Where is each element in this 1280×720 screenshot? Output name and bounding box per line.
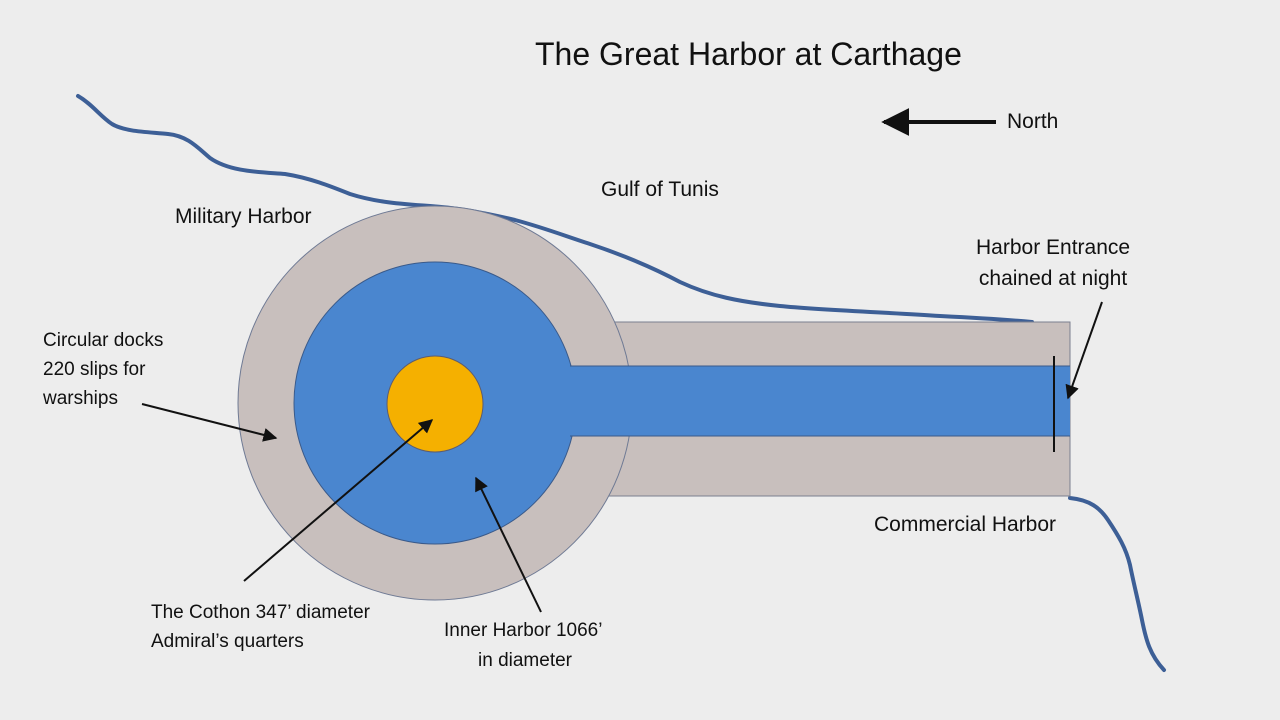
gulf-of-tunis-label: Gulf of Tunis xyxy=(601,178,719,201)
harbor-entrance-line-1: Harbor Entrance xyxy=(976,236,1131,259)
north-label: North xyxy=(1007,110,1059,133)
harbor-channel xyxy=(560,366,1070,436)
diagram-title: The Great Harbor at Carthage xyxy=(535,36,962,72)
inner-harbor-line-2: in diameter xyxy=(478,650,572,671)
harbor-entrance-pointer xyxy=(1065,301,1103,400)
inner-harbor-line-1: Inner Harbor 1066’ xyxy=(444,620,603,641)
cothon-island xyxy=(386,355,484,453)
commercial-harbor-label: Commercial Harbor xyxy=(874,513,1057,536)
cothon-label: The Cothon 347’ diameter Admiral’s quart… xyxy=(151,598,370,656)
circular-docks-line-1: Circular docks xyxy=(43,330,164,351)
circular-docks-line-2: 220 slips for xyxy=(43,359,146,380)
cothon-line-1: The Cothon 347’ diameter xyxy=(151,602,370,623)
circular-docks-pointer xyxy=(141,403,278,442)
cothon-line-2: Admiral’s quarters xyxy=(151,631,304,652)
circular-docks-line-3: warships xyxy=(43,388,118,409)
military-harbor-label: Military Harbor xyxy=(175,205,312,228)
harbor-entrance-label: Harbor Entrance chained at night xyxy=(976,232,1130,294)
cothon-pointer xyxy=(243,419,434,582)
harbor-entrance-line-2: chained at night xyxy=(978,267,1128,290)
inner-harbor-pointer xyxy=(475,476,542,613)
circular-docks-label: Circular docks 220 slips for warships xyxy=(43,326,163,413)
inner-harbor-label: Inner Harbor 1066’ in diameter xyxy=(444,616,602,676)
coastline-south xyxy=(1068,496,1166,672)
